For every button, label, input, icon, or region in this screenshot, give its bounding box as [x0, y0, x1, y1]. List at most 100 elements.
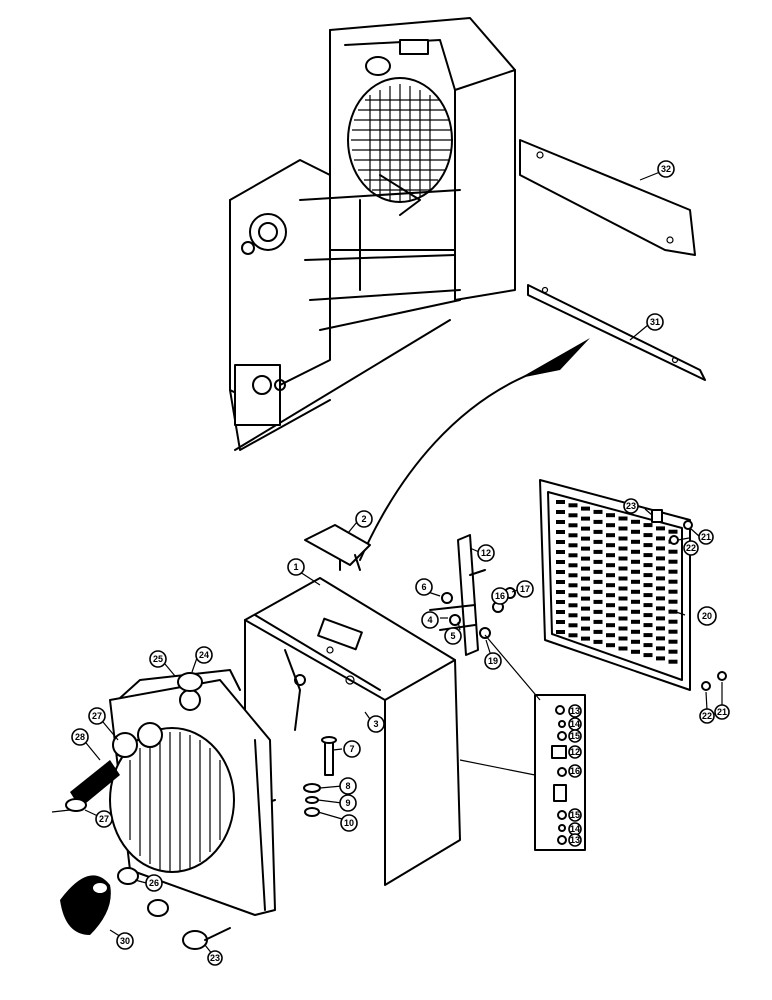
part-22-washer-lower	[701, 681, 711, 691]
grille-slot	[668, 649, 678, 654]
svg-text:12: 12	[481, 548, 491, 558]
grille-slot	[581, 556, 590, 561]
svg-text:6: 6	[421, 582, 426, 592]
callout-12: 12	[477, 544, 495, 562]
grille-slot	[631, 579, 640, 584]
grille-slot	[606, 553, 615, 558]
grille-slot	[606, 513, 615, 518]
callout-4: 4	[421, 611, 439, 629]
svg-text:25: 25	[153, 654, 163, 664]
svg-text:30: 30	[120, 936, 130, 946]
grille-slot	[656, 586, 665, 591]
grille-slot	[581, 506, 590, 511]
grille-slot	[656, 576, 665, 581]
part-24-radiator-cap	[177, 672, 203, 692]
callout-13b: 13	[568, 833, 582, 847]
part-9-lockwasher	[305, 796, 319, 804]
part-7-bolt	[321, 736, 337, 776]
part-2-bracket	[304, 524, 371, 571]
callout-27a: 27	[88, 707, 106, 725]
grille-slot	[593, 599, 603, 604]
grille-slot	[581, 516, 590, 521]
part-23-drain-cock	[182, 927, 231, 950]
grille-slot	[556, 610, 565, 614]
grille-slot	[568, 603, 578, 608]
callout-13a: 13	[568, 704, 582, 718]
grille-slot	[631, 549, 640, 554]
grille-slot	[668, 579, 678, 584]
svg-text:26: 26	[149, 878, 159, 888]
part-8-washer	[303, 783, 321, 793]
grille-slot	[656, 546, 665, 551]
hose-clamp	[147, 899, 169, 917]
svg-text:13: 13	[570, 706, 580, 716]
callout-21b: 21	[714, 704, 730, 720]
tractor-frame-assembly	[229, 17, 516, 451]
svg-text:20: 20	[702, 611, 712, 621]
grille-slot	[643, 543, 653, 548]
grille-slot	[631, 639, 640, 644]
svg-text:16: 16	[570, 766, 580, 776]
part-21-screw	[683, 520, 693, 530]
svg-text:13: 13	[570, 835, 580, 845]
grille-slot	[581, 536, 590, 541]
part-31-support-strap	[527, 284, 706, 381]
svg-text:27: 27	[99, 814, 109, 824]
callout-10: 10	[340, 814, 358, 832]
grille-slot	[606, 613, 615, 618]
svg-text:17: 17	[520, 584, 530, 594]
grille-slot	[668, 639, 678, 644]
grille-slot	[656, 606, 665, 611]
grille-slot	[593, 579, 603, 584]
svg-text:19: 19	[488, 656, 498, 666]
grille-slot	[568, 613, 578, 618]
svg-text:32: 32	[661, 164, 671, 174]
grille-slot	[568, 553, 578, 558]
grille-slot	[593, 589, 603, 594]
grille-slot	[618, 566, 628, 571]
grille-slot	[618, 546, 628, 551]
grille-slot	[668, 619, 678, 624]
callout-6: 6	[415, 578, 433, 596]
grille-slot	[606, 533, 615, 538]
leader-lines	[51, 171, 723, 956]
svg-text:15: 15	[570, 810, 580, 820]
callout-31: 31	[646, 313, 664, 331]
grille-slot	[556, 500, 565, 504]
grille-slot	[618, 586, 628, 591]
grille-slot	[631, 609, 640, 614]
grille-slot	[568, 563, 578, 568]
grille-perforation-pattern	[556, 500, 678, 664]
svg-text:28: 28	[75, 732, 85, 742]
callout-24: 24	[195, 646, 213, 664]
svg-text:1: 1	[293, 562, 298, 572]
svg-text:7: 7	[349, 744, 354, 754]
grille-slot	[618, 556, 628, 561]
grille-slot	[643, 653, 653, 658]
callout-28: 28	[71, 728, 89, 746]
callout-labels: 1 2 3 4 5 6 7 8 9 10 12 13 14 15 12 16 1…	[71, 160, 730, 966]
callout-21a: 21	[698, 529, 714, 545]
grille-slot	[656, 646, 665, 651]
grille-slot	[581, 576, 590, 581]
svg-text:21: 21	[701, 532, 711, 542]
callout-9: 9	[339, 794, 357, 812]
grille-slot	[656, 566, 665, 571]
callout-27b: 27	[95, 810, 113, 828]
grille-slot	[556, 630, 565, 634]
svg-text:12: 12	[570, 747, 580, 757]
svg-text:14: 14	[570, 824, 580, 834]
grille-slot	[618, 526, 628, 531]
part-30-lower-hose	[60, 875, 111, 935]
part-20-grille-screen	[539, 479, 691, 691]
grille-slot	[656, 636, 665, 641]
grille-slot	[643, 553, 653, 558]
radiator-core-hatch	[129, 732, 221, 872]
callout-3: 3	[367, 715, 385, 733]
callout-26: 26	[145, 874, 163, 892]
callout-1: 1	[287, 558, 305, 576]
grille-slot	[593, 529, 603, 534]
grille-slot	[593, 639, 603, 644]
grille-slot	[643, 563, 653, 568]
